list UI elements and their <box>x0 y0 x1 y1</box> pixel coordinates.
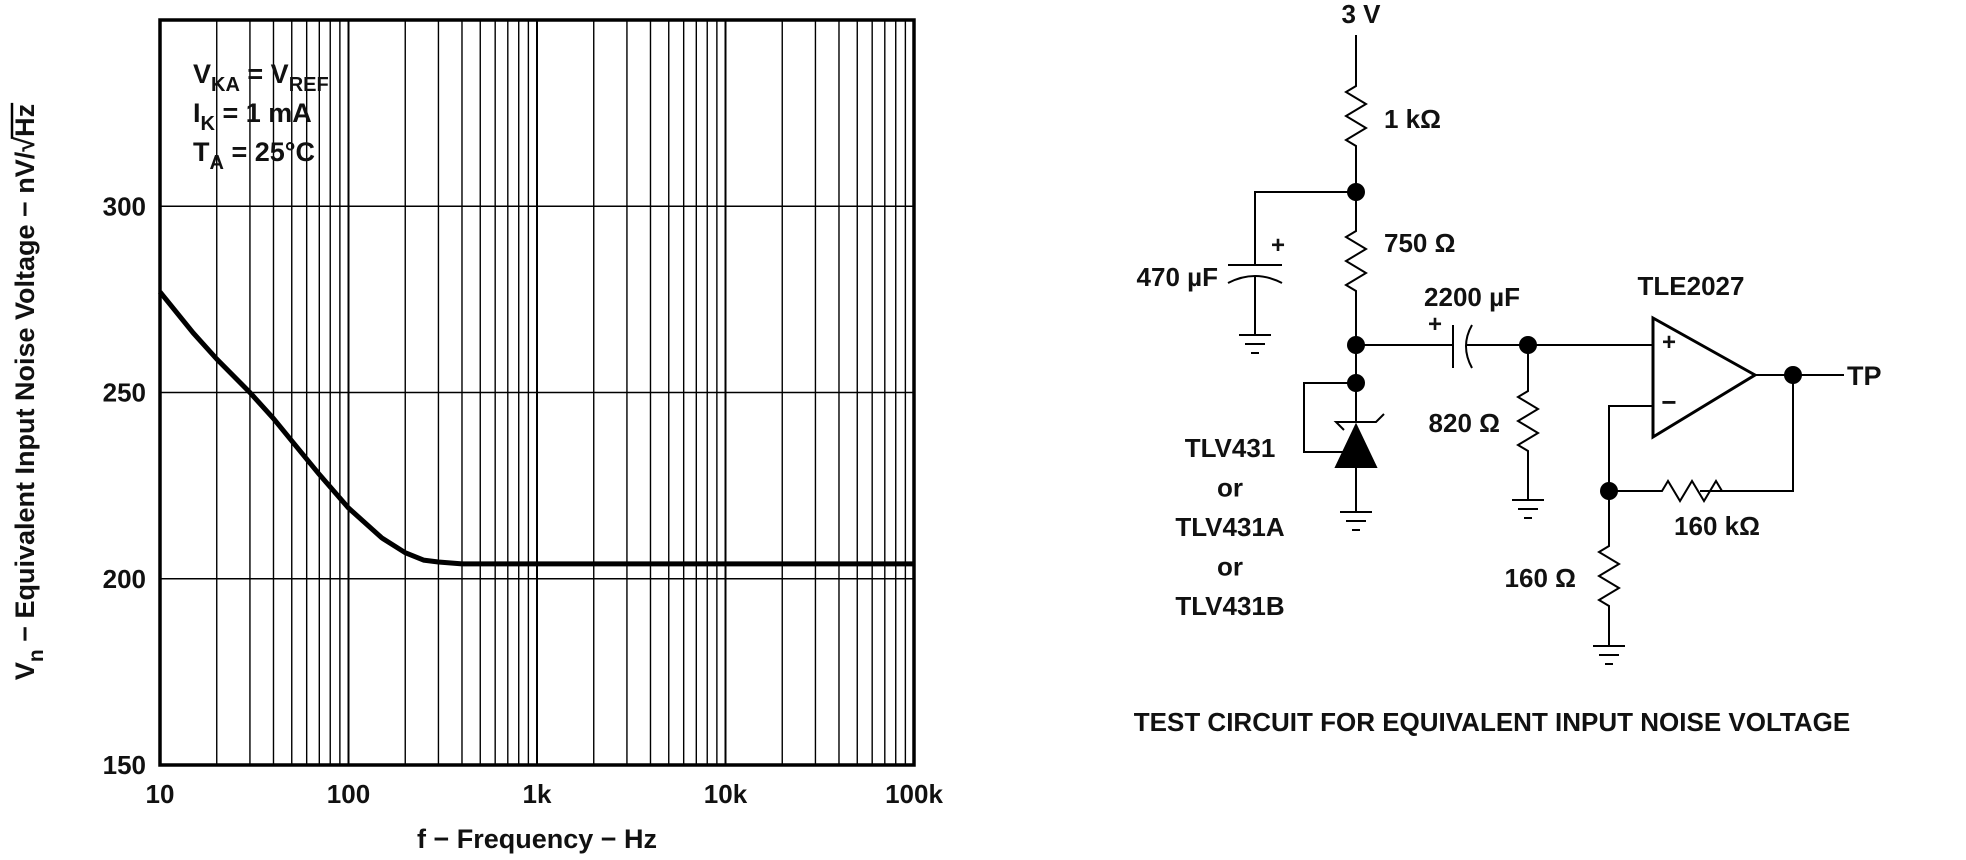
opamp-minus: − <box>1661 387 1676 417</box>
y-tick-labels: 150 200 250 300 <box>103 191 146 780</box>
c1-plus: + <box>1271 232 1285 259</box>
noise-curve <box>158 290 914 567</box>
resistor-160k <box>1656 479 1728 503</box>
noise-chart: 150 200 250 300 10 100 1k 10k 100k VKA = VREFIK… <box>10 18 944 854</box>
x-tick-label: 100 <box>327 779 370 809</box>
condition-line: TA = 25°C <box>193 137 315 174</box>
test-circuit: 3 V 1 kΩ 750 Ω + 470 µF + 2200 µF <box>1134 0 1882 737</box>
device-label: TLV431B <box>1175 591 1284 621</box>
x-tick-label: 10 <box>146 779 175 809</box>
ground-regulator <box>1340 511 1372 531</box>
y-tick-label: 250 <box>103 378 146 408</box>
resistor-1k <box>1344 80 1368 152</box>
r4-label: 160 kΩ <box>1674 511 1760 541</box>
capacitor-2200-curve <box>1465 324 1473 369</box>
device-label: TLV431A <box>1175 512 1285 542</box>
y-tick-label: 300 <box>103 191 146 221</box>
ground-r3 <box>1512 499 1544 519</box>
junction-dots <box>1347 183 1802 500</box>
resistor-750 <box>1344 225 1368 297</box>
opamp-plus: + <box>1662 329 1676 356</box>
x-tick-label: 10k <box>704 779 748 809</box>
x-tick-label: 100k <box>885 779 943 809</box>
opamp-symbol <box>1651 315 1758 440</box>
plot-frame <box>158 18 916 767</box>
r5-label: 160 Ω <box>1505 563 1576 593</box>
device-label: TLV431 <box>1185 433 1276 463</box>
ground-r5 <box>1593 645 1625 665</box>
resistor-820 <box>1516 385 1540 457</box>
condition-line: VKA = VREF <box>193 59 329 96</box>
regulator-cathode-bar <box>1333 413 1385 431</box>
sqrt-symbol: √ <box>10 137 40 152</box>
ground-c1 <box>1239 334 1271 354</box>
y-tick-label: 200 <box>103 564 146 594</box>
r1-label: 1 kΩ <box>1384 104 1441 134</box>
resistor-160 <box>1597 540 1621 612</box>
r2-label: 750 Ω <box>1384 228 1455 258</box>
c2-label: 2200 µF <box>1424 282 1520 312</box>
c1-label: 470 µF <box>1137 262 1218 292</box>
r3-label: 820 Ω <box>1429 408 1500 438</box>
device-label: or <box>1217 473 1243 503</box>
x-axis-label: f − Frequency − Hz <box>417 824 657 854</box>
supply-label: 3 V <box>1341 0 1381 29</box>
output-label: TP <box>1847 361 1882 391</box>
grid <box>160 20 914 765</box>
y-axis-label: Vn − Equivalent Input Noise Voltage − nV… <box>10 104 48 680</box>
opamp-label: TLE2027 <box>1638 271 1745 301</box>
y-tick-label: 150 <box>103 750 146 780</box>
device-label: or <box>1217 552 1243 582</box>
c2-plus: + <box>1428 311 1442 338</box>
x-tick-labels: 10 100 1k 10k 100k <box>146 779 944 809</box>
condition-line: IK = 1 mA <box>193 98 312 135</box>
x-tick-label: 1k <box>523 779 552 809</box>
regulator-symbol <box>1334 422 1378 468</box>
circuit-title: TEST CIRCUIT FOR EQUIVALENT INPUT NOISE … <box>1134 707 1850 737</box>
